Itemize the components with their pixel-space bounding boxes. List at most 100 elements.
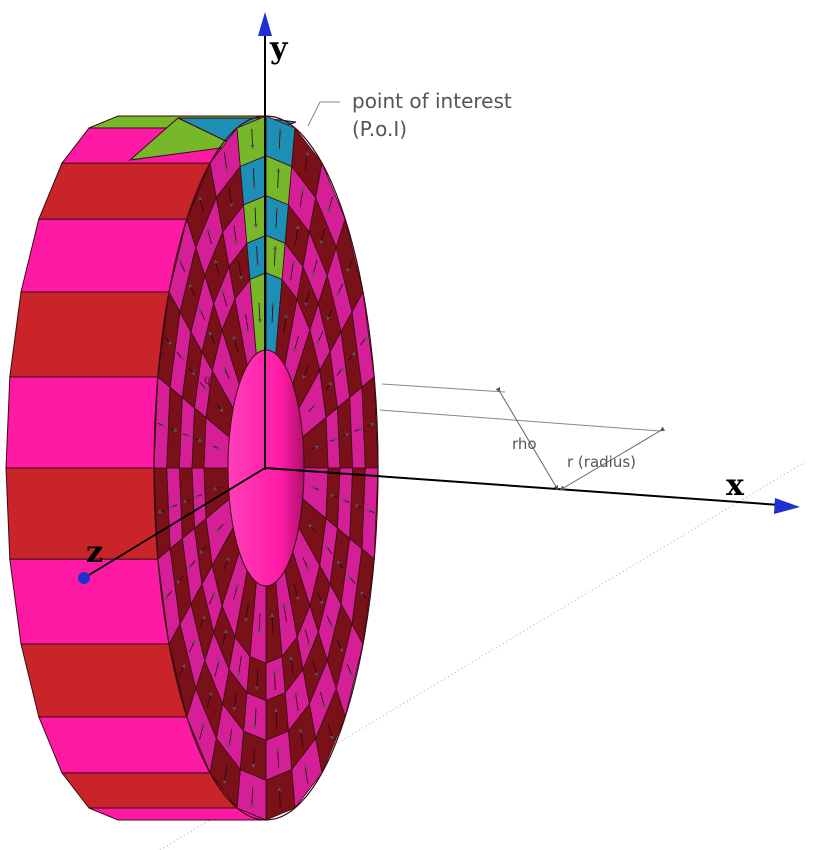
z-axis: z <box>78 467 266 584</box>
magnetization-arrow <box>293 584 300 601</box>
magnetization-arrow <box>251 747 256 769</box>
magnetization-arrow <box>198 196 205 213</box>
magnetization-arrow <box>206 227 212 245</box>
magnetization-arrow <box>348 575 356 584</box>
magnetization-arrow <box>304 151 310 171</box>
magnetization-arrow <box>316 591 324 605</box>
magnetization-arrow <box>257 302 262 324</box>
magnetization-arrow <box>189 639 196 653</box>
rim-segment <box>5 376 159 469</box>
magnetization-arrow <box>188 367 196 376</box>
magnetization-arrow <box>179 663 186 677</box>
magnetization-arrow <box>164 591 172 600</box>
magnetization-arrow <box>346 259 353 273</box>
poi-callout: point of interest (P.o.I) <box>307 89 512 141</box>
magnetization-arrow <box>299 188 305 208</box>
magnetization-arrow <box>304 290 310 307</box>
magnetization-arrow <box>232 692 237 711</box>
rim-segment <box>60 772 239 809</box>
z-axis-label: z <box>86 535 103 570</box>
magnetization-arrow <box>188 560 196 569</box>
magnetization-arrow <box>302 557 309 570</box>
magnetization-arrow <box>311 445 320 450</box>
magnetization-arrow <box>223 556 230 570</box>
magnetization-arrow <box>194 438 203 442</box>
magnetization-arrow <box>316 331 324 345</box>
magnetization-arrow <box>282 603 287 622</box>
magnetization-arrow <box>250 128 255 150</box>
front-face <box>153 115 379 821</box>
magnetization-arrow <box>233 225 239 245</box>
magnetization-arrow <box>277 786 282 808</box>
magnetization-arrow <box>336 283 343 297</box>
magnetization-arrow <box>222 629 228 646</box>
magnetization-arrow <box>157 509 165 514</box>
magnetization-arrow <box>223 151 229 171</box>
rho-dimension-arrow <box>495 386 559 491</box>
magnetization-arrow <box>303 765 309 785</box>
magnetization-arrow <box>346 663 353 677</box>
magnetization-arrow <box>199 382 207 391</box>
magnetization-arrow <box>360 590 368 600</box>
magnetization-arrow <box>348 351 356 361</box>
rim-segment <box>5 467 159 560</box>
rim-segment <box>38 716 211 774</box>
magnetization-arrow <box>283 313 288 333</box>
rim-segment <box>9 558 170 645</box>
magnetization-arrow <box>354 427 363 432</box>
magnetization-arrow <box>293 691 299 711</box>
magnetization-arrow <box>216 523 224 533</box>
magnetization-arrow <box>275 747 280 768</box>
rho-label: rho <box>512 435 537 453</box>
magnetization-arrow <box>274 708 279 729</box>
ground-guide-line <box>159 461 806 850</box>
magnetization-arrow <box>199 615 206 628</box>
magnetization-arrow <box>312 660 319 677</box>
magnetization-arrow <box>274 207 279 228</box>
rim-segment <box>9 291 170 378</box>
magnetization-arrow <box>311 259 318 276</box>
magnetization-arrow <box>223 366 230 379</box>
magnetization-arrow <box>227 728 233 748</box>
magnetization-arrow <box>273 245 278 266</box>
magnetization-arrow <box>199 307 206 321</box>
magnetization-arrow <box>206 691 213 708</box>
magnetization-arrow <box>208 591 216 605</box>
magnetization-arrow <box>221 289 228 307</box>
magnetization-arrow <box>342 433 350 437</box>
magnetization-arrow <box>304 629 311 647</box>
magnetization-arrow <box>170 428 178 432</box>
rim-segment <box>20 218 188 293</box>
magnetization-arrow <box>213 259 220 276</box>
magnetization-arrow <box>326 308 333 321</box>
magnetization-arrow <box>189 283 196 297</box>
magnetization-arrow <box>233 583 239 601</box>
magnetization-arrow <box>336 560 344 569</box>
magnetization-arrow <box>319 228 326 245</box>
magnetization-arrow <box>214 660 221 677</box>
magnetization-arrow <box>311 486 320 491</box>
y-axis: y <box>258 12 289 470</box>
magnetization-arrow <box>327 196 333 213</box>
magnetization-arrow <box>327 723 334 740</box>
top-cap-green <box>128 117 238 161</box>
y-axis-arrowhead <box>258 12 272 36</box>
magnetization-arrow <box>366 509 375 514</box>
magnetization-arrow <box>278 128 283 149</box>
magnetization-arrow <box>255 245 260 267</box>
magnetization-arrow <box>341 499 350 503</box>
magnetization-arrow <box>360 336 368 345</box>
magnetization-arrow <box>208 331 216 345</box>
magnetization-arrow <box>238 261 243 280</box>
magnetization-arrow <box>164 336 172 346</box>
dimension-lines: rho r (radius) <box>379 383 666 491</box>
magnetization-arrow <box>270 612 275 634</box>
magnetization-arrow <box>179 259 186 273</box>
x-axis-label: x <box>726 468 745 503</box>
magnetization-arrow <box>336 639 343 653</box>
magnetization-arrow <box>308 523 316 533</box>
magnetization-arrow <box>276 167 281 189</box>
magnetization-arrow <box>194 494 203 498</box>
magnetization-arrow <box>367 422 375 427</box>
